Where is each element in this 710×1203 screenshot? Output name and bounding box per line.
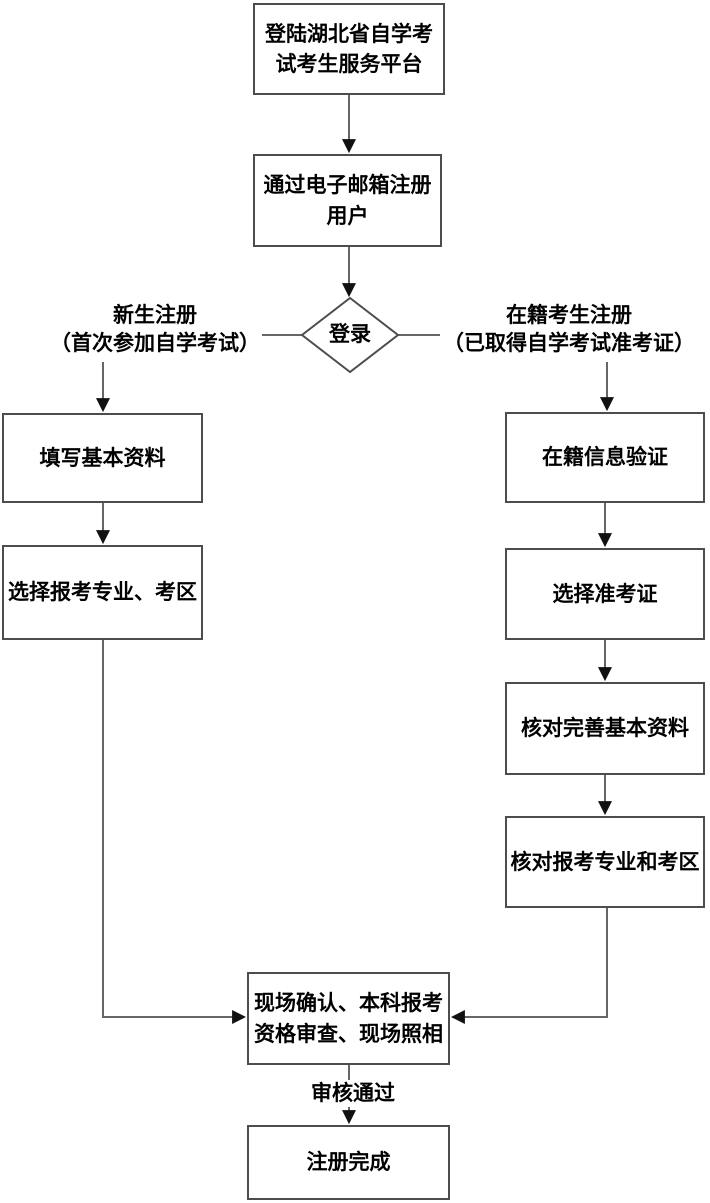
node-check-basic-info: 核对完善基本资料: [505, 682, 705, 775]
node-check-basic-info-label: 核对完善基本资料: [521, 716, 689, 741]
node-email-register-label: 通过电子邮箱注册用户: [263, 173, 432, 228]
branch-label-new-student: 新生注册 （首次参加自学考试）: [30, 302, 280, 357]
node-register-done-label: 注册完成: [306, 1150, 391, 1175]
node-check-major-area: 核对报考专业和考区: [505, 816, 705, 908]
node-choose-ticket-label: 选择准考证: [552, 581, 658, 606]
branch-label-enrolled-student-line1: 在籍考生注册: [506, 303, 632, 327]
node-email-register: 通过电子邮箱注册用户: [253, 154, 442, 247]
edge-choosemajor-to-onsite: [102, 640, 247, 1024]
edge-label-approved: 审核通过: [300, 1080, 406, 1108]
login-decision-diamond: [300, 296, 400, 374]
branch-label-new-student-line1: 新生注册: [113, 303, 197, 327]
node-onsite-confirm: 现场确认、本科报考资格审查、现场照相: [247, 972, 450, 1065]
branch-label-enrolled-student: 在籍考生注册 （已取得自学考试准考证）: [428, 302, 710, 357]
branch-label-enrolled-student-line2: （已取得自学考试准考证）: [443, 330, 695, 355]
edge-checkmajor-to-onsite: [450, 908, 608, 1024]
branch-label-new-student-line2: （首次参加自学考试）: [50, 330, 260, 355]
node-login-decision-label: 登录: [329, 322, 371, 346]
node-register-done: 注册完成: [247, 1125, 450, 1200]
node-login-platform-label: 登陆湖北省自学考试考生服务平台: [265, 21, 433, 76]
node-choose-major-area: 选择报考专业、考区: [2, 545, 203, 640]
node-verify-enrolled-info: 在籍信息验证: [505, 412, 705, 503]
node-fill-basic-info: 填写基本资料: [2, 413, 203, 503]
node-check-major-area-label: 核对报考专业和考区: [510, 849, 700, 874]
node-verify-enrolled-info-label: 在籍信息验证: [542, 445, 668, 470]
node-login-platform: 登陆湖北省自学考试考生服务平台: [253, 3, 445, 95]
node-fill-basic-info-label: 填写基本资料: [39, 445, 166, 470]
node-choose-ticket: 选择准考证: [505, 548, 705, 640]
node-onsite-confirm-label: 现场确认、本科报考资格审查、现场照相: [254, 991, 443, 1046]
node-choose-major-area-label: 选择报考专业、考区: [8, 580, 197, 605]
